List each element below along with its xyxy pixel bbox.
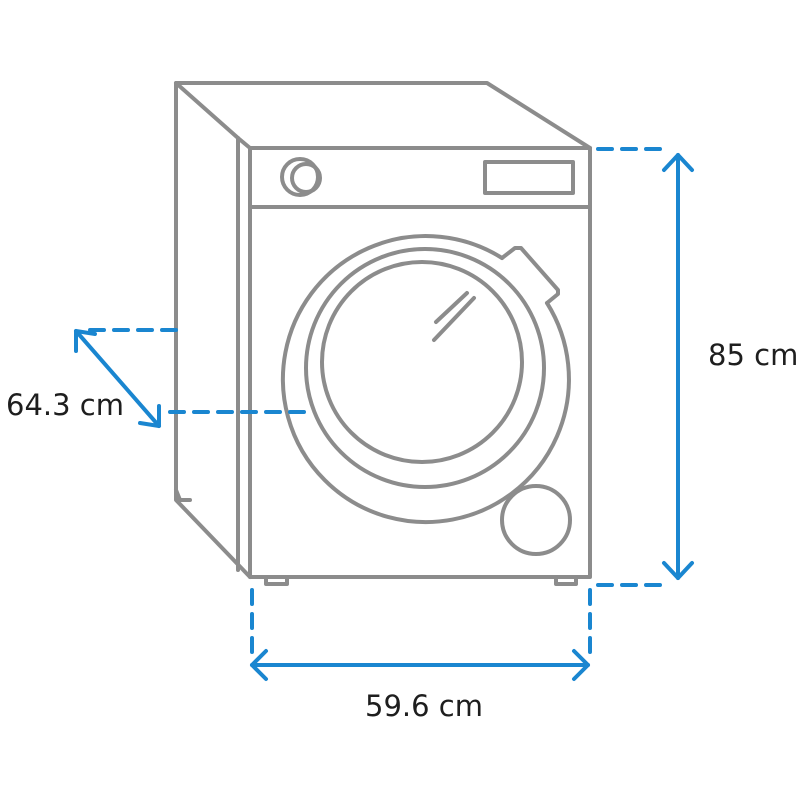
height-label: 85 cm <box>708 338 799 372</box>
front-foot-left <box>264 575 289 586</box>
front-foot-right <box>554 575 578 586</box>
width-label: 59.6 cm <box>365 689 483 723</box>
program-knob-inner <box>290 162 322 194</box>
width-arrowhead-left <box>250 649 268 681</box>
washing-machine <box>174 81 592 586</box>
depth-dimension <box>74 328 314 428</box>
height-arrowhead-top <box>662 153 694 172</box>
height-dimension <box>596 147 694 587</box>
door-outer-ring <box>280 234 571 525</box>
machine-side <box>174 81 252 579</box>
height-arrowhead-bottom <box>662 561 694 580</box>
depth-arrowhead-front <box>138 404 161 428</box>
door-handle <box>500 246 560 305</box>
door-inner-ring <box>304 247 546 489</box>
machine-back-foot <box>174 488 192 502</box>
glass-reflection <box>432 291 476 342</box>
machine-front <box>248 146 592 579</box>
width-dimension <box>250 588 592 681</box>
depth-arrow <box>74 329 161 428</box>
depth-label: 64.3 cm <box>6 388 124 422</box>
display-panel <box>483 160 575 195</box>
filter-cover <box>500 484 572 556</box>
door-glass <box>320 260 524 464</box>
depth-arrowhead-back <box>74 329 97 353</box>
width-arrowhead-right <box>572 649 590 681</box>
